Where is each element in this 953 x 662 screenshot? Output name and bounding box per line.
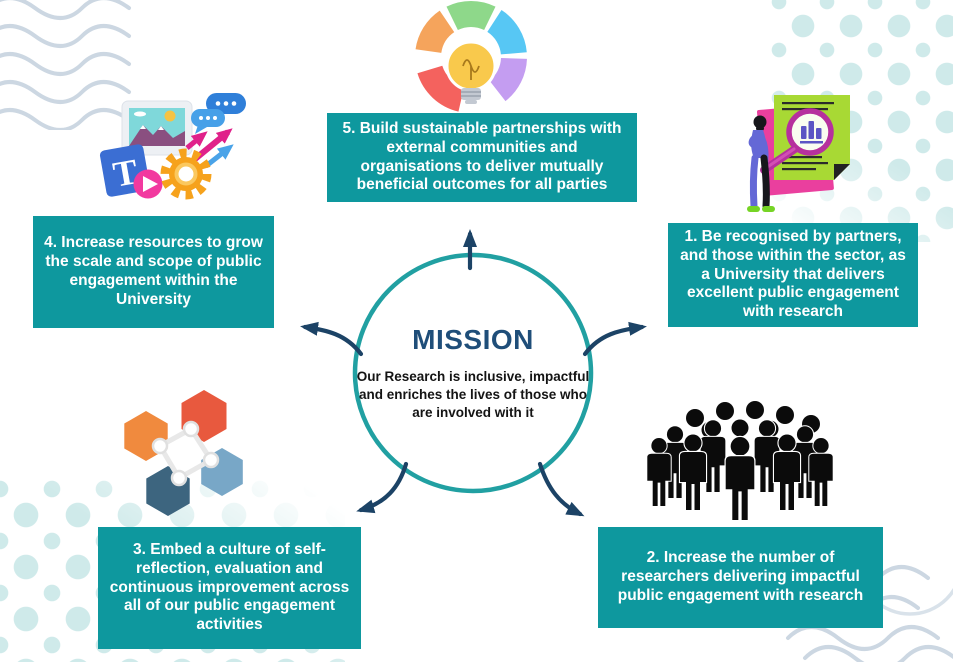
goal-box-1-recognition: 1. Be recognised by partners, and those … [668, 223, 918, 327]
idea-lightbulb-segments-icon [415, 1, 527, 113]
goal-3-label: 3. Embed a culture of self-reflection, e… [109, 540, 350, 634]
polka-dots-decoration-top-right [771, 0, 953, 242]
arrow-to-bottom-right-goal [537, 461, 585, 517]
mission-title: MISSION [412, 324, 534, 355]
research-analysis-person-icon [747, 95, 850, 212]
media-content-creation-icon: T [99, 93, 246, 200]
wavy-lines-decoration-top-left [0, 0, 131, 130]
arrow-to-bottom-left-goal [356, 461, 409, 514]
community-crowd-icon [646, 399, 834, 522]
hexagon-network-icon [124, 390, 243, 516]
svg-text:T: T [110, 151, 141, 195]
goal-box-2-researchers: 2. Increase the number of researchers de… [598, 527, 883, 628]
goal-box-5-partnerships: 5. Build sustainable partnerships with e… [327, 113, 637, 202]
goal-2-label: 2. Increase the number of researchers de… [617, 549, 864, 604]
goal-1-label: 1. Be recognised by partners, and those … [680, 227, 906, 321]
goal-box-3-culture: 3. Embed a culture of self-reflection, e… [98, 527, 361, 649]
mission-center: MISSION Our Research is inclusive, impac… [347, 324, 599, 421]
goal-4-label: 4. Increase resources to grow the scale … [44, 234, 263, 308]
goal-box-4-resources: 4. Increase resources to grow the scale … [33, 216, 274, 328]
goal-5-label: 5. Build sustainable partnerships with e… [342, 119, 622, 194]
mission-subtitle: Our Research is inclusive, impactful and… [356, 369, 590, 420]
